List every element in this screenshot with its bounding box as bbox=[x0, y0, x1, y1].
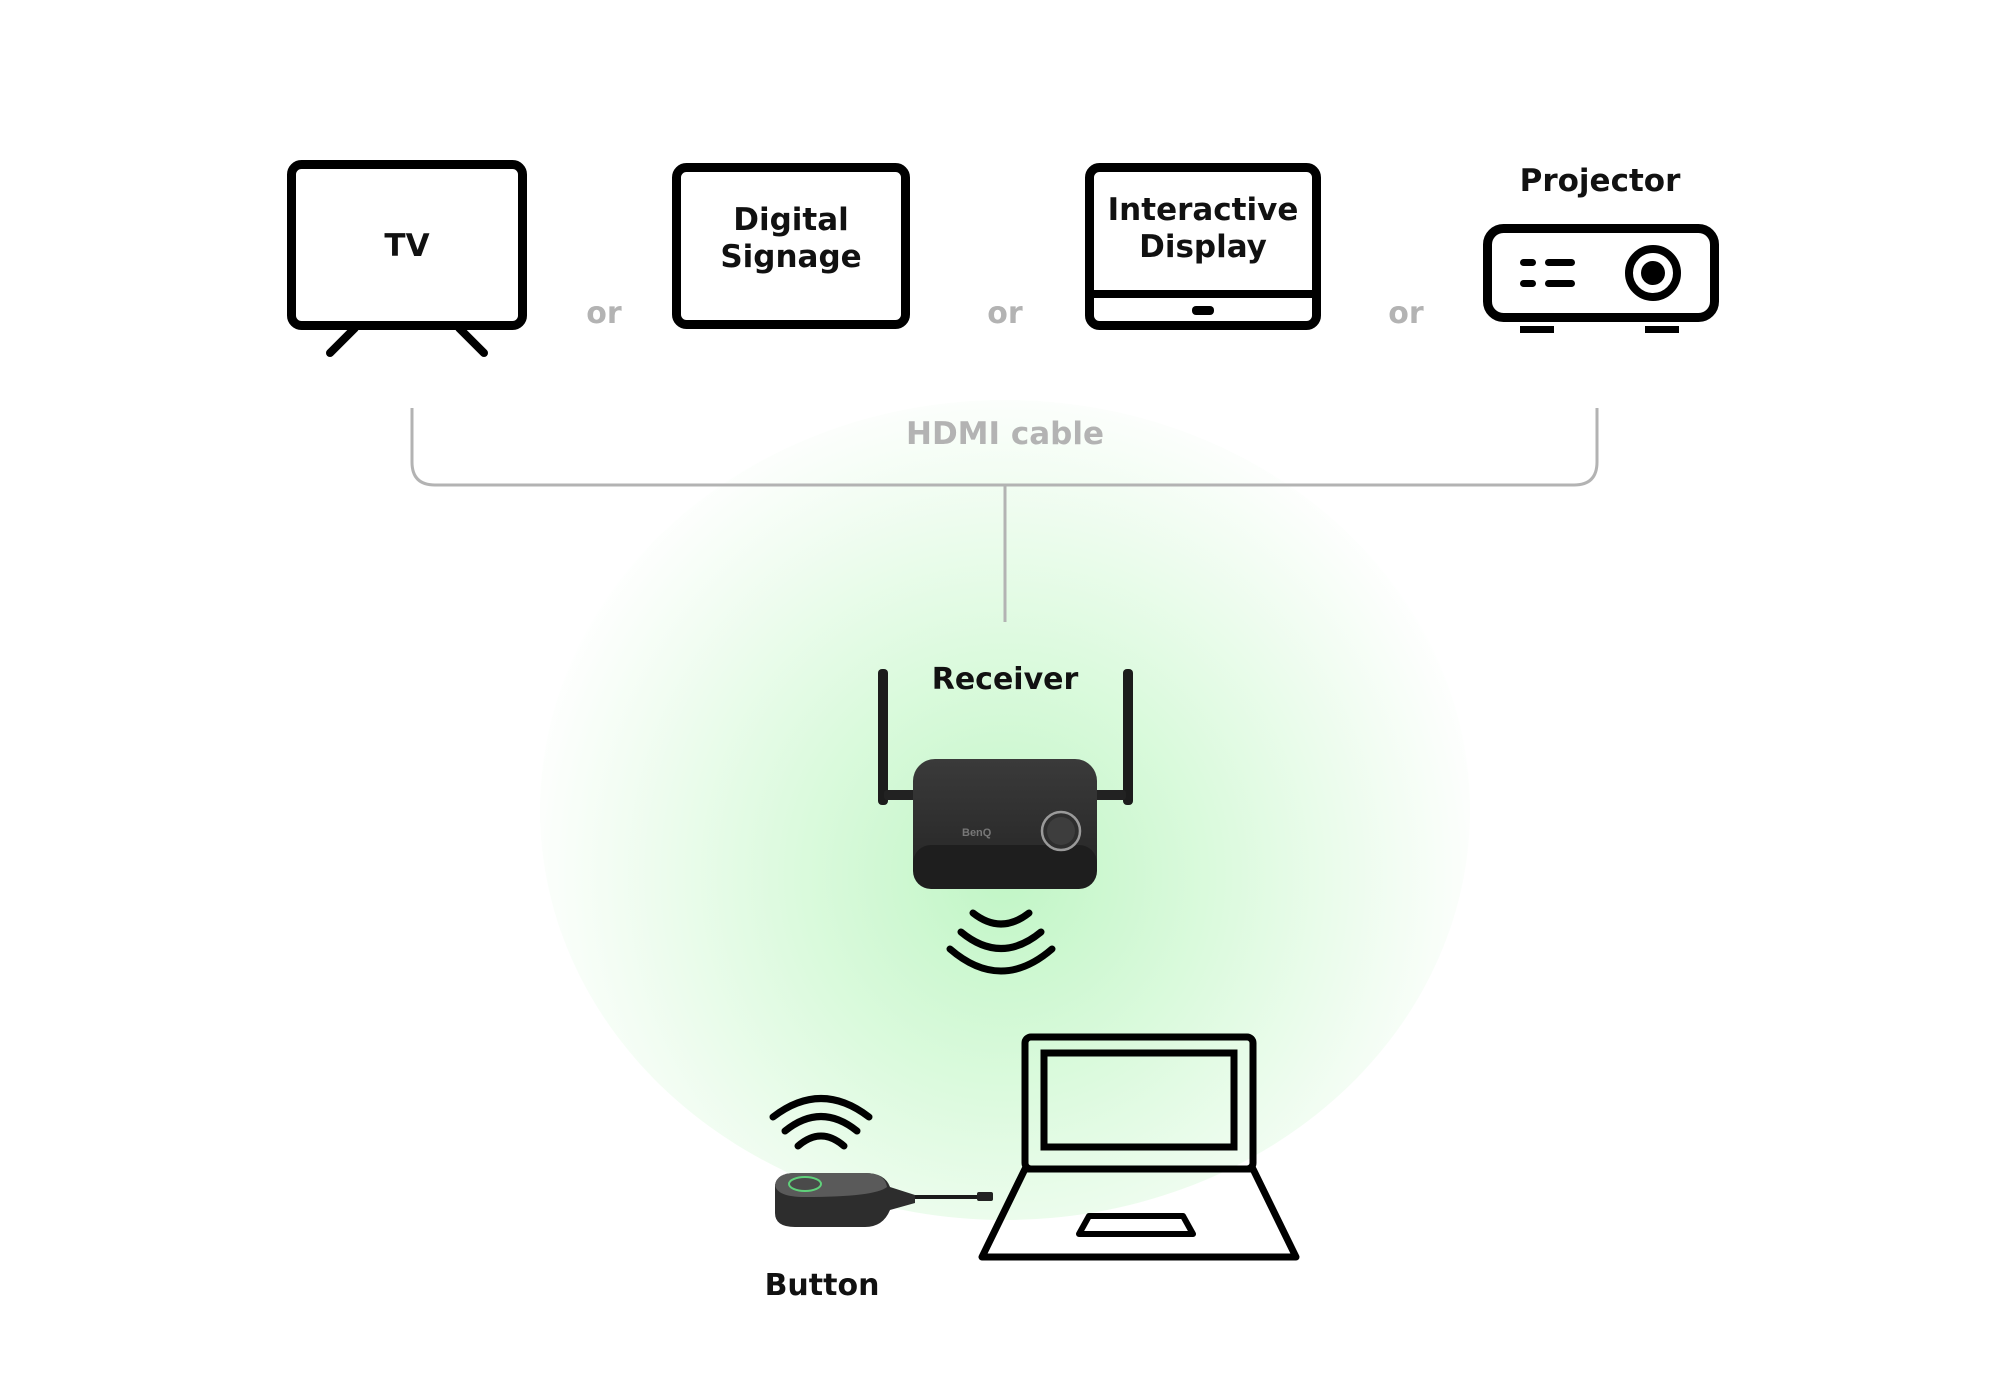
button-label: Button bbox=[764, 1268, 880, 1303]
tv-label: TV bbox=[384, 228, 430, 264]
receiver-device: BenQ bbox=[878, 669, 1133, 889]
projector-icon bbox=[1483, 224, 1719, 333]
button-wifi-icon bbox=[769, 1095, 873, 1150]
digital-signage-icon bbox=[672, 163, 910, 329]
interactive-display-label-line1: Interactive bbox=[1107, 192, 1299, 228]
receiver-signal-icon bbox=[946, 909, 1056, 975]
receiver-label: Receiver bbox=[931, 662, 1079, 697]
laptop-icon bbox=[978, 1033, 1300, 1261]
projector-label: Projector bbox=[1519, 163, 1681, 199]
or-separator: or bbox=[586, 296, 622, 331]
or-separator: or bbox=[987, 296, 1023, 331]
digital-signage-label-line2: Signage bbox=[720, 239, 862, 276]
button-device bbox=[775, 1173, 993, 1227]
or-separator: or bbox=[1388, 296, 1424, 331]
digital-signage-label-line1: Digital bbox=[733, 202, 849, 238]
interactive-display-label-line2: Display bbox=[1139, 229, 1267, 266]
interactive-display-icon bbox=[1085, 163, 1321, 330]
hdmi-cable-label: HDMI cable bbox=[906, 416, 1104, 452]
receiver-brand: BenQ bbox=[962, 827, 992, 839]
tv-icon bbox=[287, 160, 527, 357]
